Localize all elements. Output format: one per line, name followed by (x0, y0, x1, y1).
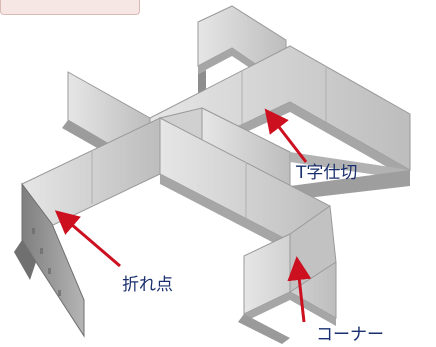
corner-arrow (287, 256, 312, 323)
left-side-wall (14, 182, 85, 338)
t-partition-label: T字仕切 (296, 163, 358, 183)
corner-label: コーナー (316, 325, 384, 345)
t-partition-arrow (264, 108, 308, 163)
bend-point-label: 折れ点 (122, 275, 173, 295)
header-tab-box (0, 0, 140, 15)
bend-point-arrow (54, 210, 121, 268)
